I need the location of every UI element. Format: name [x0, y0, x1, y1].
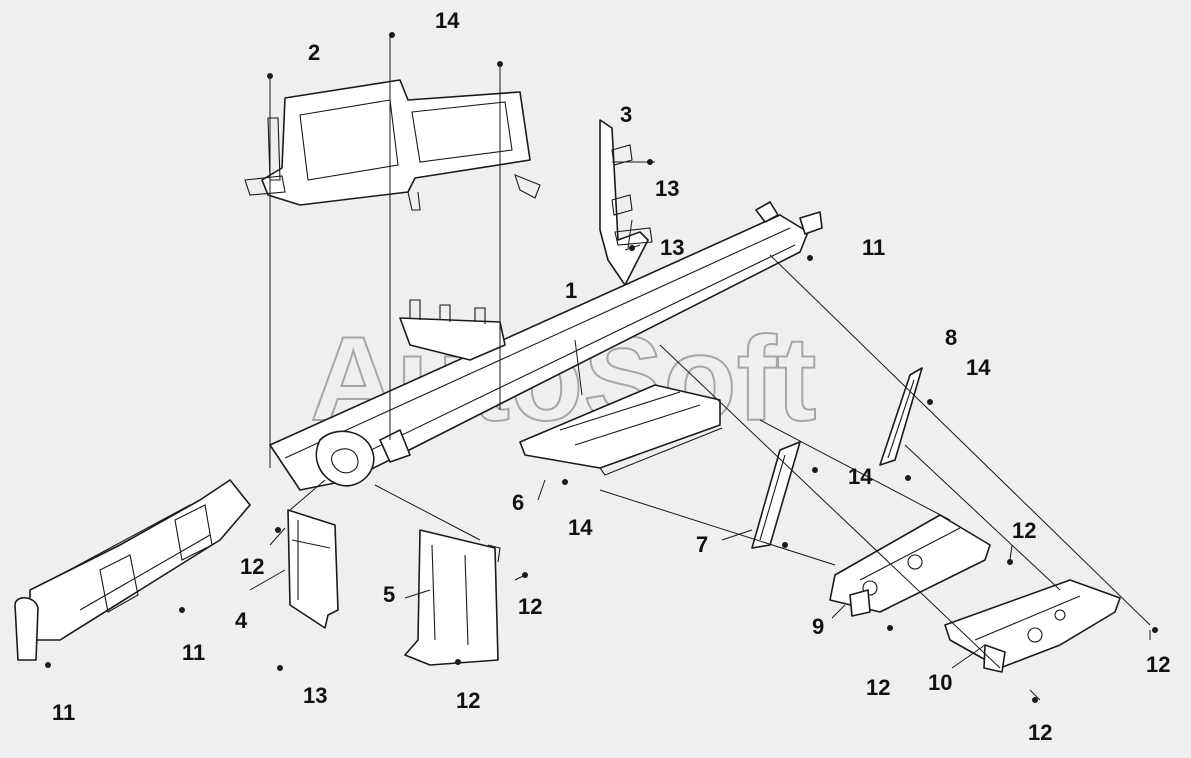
callout-label: 12: [518, 594, 542, 619]
callout-label: 13: [660, 235, 684, 260]
part-7-strip: [751, 441, 801, 549]
part-5-bracket: [404, 529, 501, 666]
part-10-plate: [944, 579, 1121, 673]
callout-label: 7: [696, 532, 708, 557]
callout-label: 12: [1146, 652, 1170, 677]
callout-label: 2: [308, 40, 320, 65]
callout-label: 1: [565, 278, 577, 303]
callout-label: 8: [945, 325, 957, 350]
callout-label: 12: [866, 675, 890, 700]
callout-label: 14: [435, 8, 460, 33]
callout-label: 12: [1028, 720, 1052, 745]
callouts: 14 2 3 13 13 11 1 8 14 14 6 14 7 12 12 5…: [52, 8, 1170, 745]
part-3-side-bracket: [599, 119, 653, 286]
callout-label: 11: [862, 235, 885, 260]
callout-label: 14: [568, 515, 593, 540]
callout-label: 12: [1012, 518, 1036, 543]
callout-label: 11: [52, 700, 75, 725]
callout-label: 14: [966, 355, 991, 380]
part-6-plate: [519, 384, 723, 476]
callout-label: 4: [235, 608, 248, 633]
callout-label: 13: [655, 176, 679, 201]
callout-label: 13: [303, 683, 327, 708]
leader-lines: [249, 35, 1151, 701]
callout-label: 11: [182, 640, 205, 665]
callout-label: 6: [512, 490, 524, 515]
part-2-upper-frame: [244, 79, 541, 211]
callout-label: 12: [240, 554, 264, 579]
part-1-cross-beam: [14, 201, 823, 661]
part-4-bracket: [287, 509, 339, 629]
fasteners: [45, 32, 1158, 703]
callout-label: 10: [928, 670, 952, 695]
callout-label: 9: [812, 614, 824, 639]
callout-label: 12: [456, 688, 480, 713]
callout-label: 5: [383, 582, 395, 607]
callout-label: 3: [620, 102, 632, 127]
part-9-plate: [829, 514, 991, 617]
callout-label: 14: [848, 464, 873, 489]
